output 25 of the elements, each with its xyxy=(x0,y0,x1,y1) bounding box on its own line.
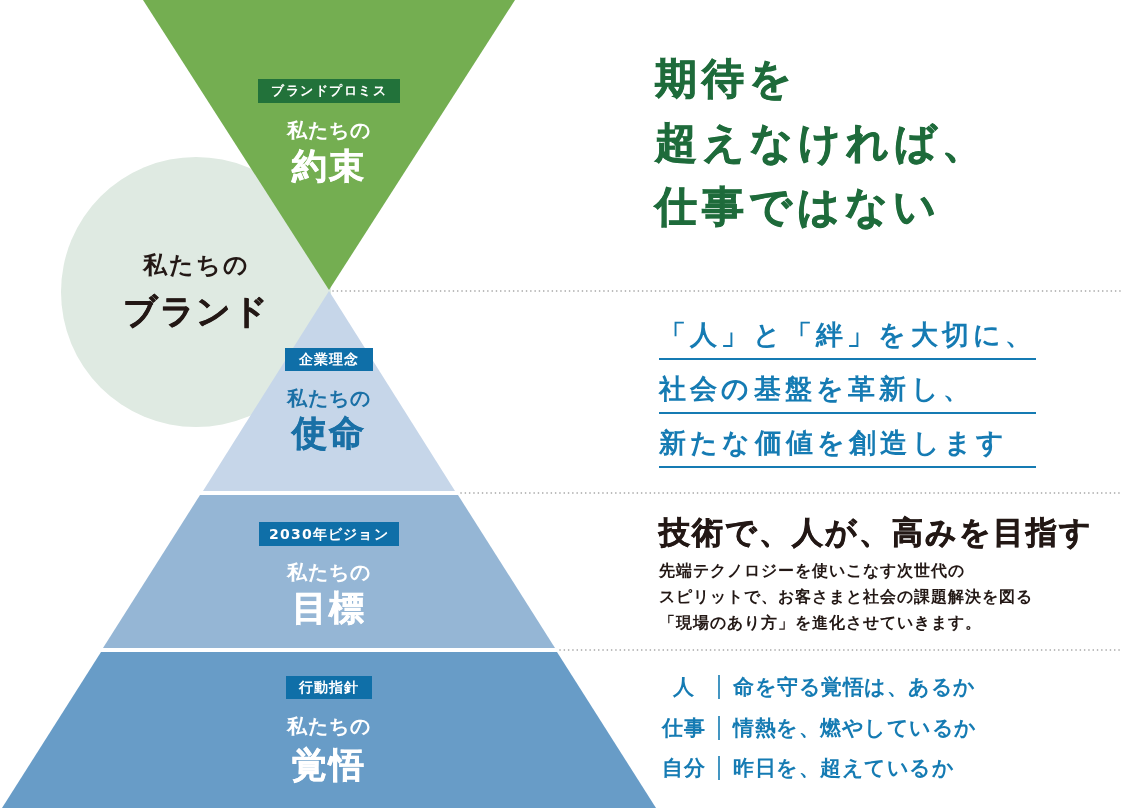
title-text: 目標 xyxy=(292,587,366,629)
subtitle-text: 私たちの xyxy=(142,250,250,280)
vision-heading: 技術で、人が、高みを目指す xyxy=(659,513,1093,552)
subtitle-text: 私たちの xyxy=(287,386,371,410)
title-text: 覚悟 xyxy=(292,744,366,786)
category-tag: 企業理念 xyxy=(285,348,373,371)
pyramid-tier xyxy=(103,495,555,648)
row-key: 仕事 xyxy=(662,713,706,743)
title-text: 使命 xyxy=(292,412,366,454)
vision-description: 先端テクノロジーを使いこなす次世代のスピリットで、お客さまと社会の課題解決を図る「現場のあり方」を進化させていきます。 xyxy=(659,560,1033,634)
subtitle-text: 私たちの xyxy=(287,560,371,584)
subtitle-text: 私たちの xyxy=(287,118,371,142)
pyramid-tier xyxy=(2,652,656,808)
row-value: 昨日を、超えているか xyxy=(733,755,954,782)
title-text: 約束 xyxy=(292,145,366,187)
row-key: 人 xyxy=(673,672,695,702)
row-key: 自分 xyxy=(662,753,706,783)
row-value: 情熱を、燃やしているか xyxy=(733,715,977,742)
title-text: ブランド xyxy=(123,290,269,332)
category-tag: 2030年ビジョン xyxy=(259,522,399,546)
slogan-text: 期待を超えなければ、仕事ではない xyxy=(655,53,989,233)
subtitle-text: 私たちの xyxy=(287,714,371,738)
row-value: 命を守る覚悟は、あるか xyxy=(733,674,976,701)
category-tag: 行動指針 xyxy=(286,676,372,699)
category-tag: ブランドプロミス xyxy=(258,79,400,103)
